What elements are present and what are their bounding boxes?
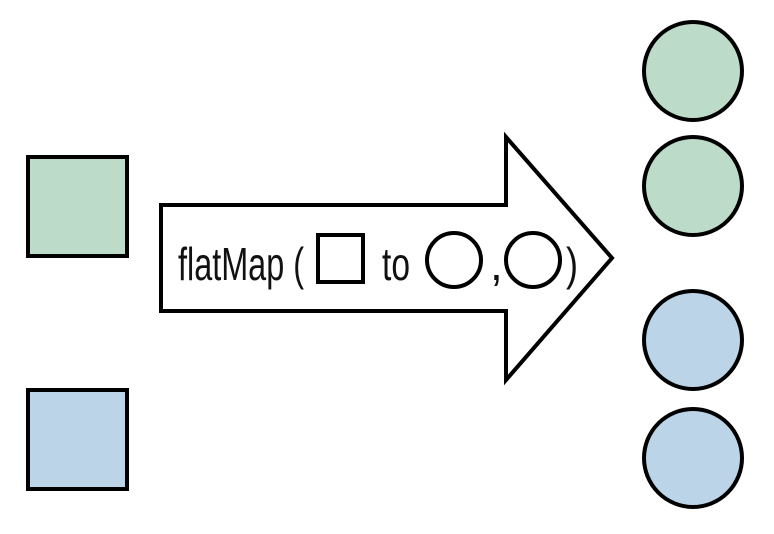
label-comma: , [490, 238, 503, 290]
label-to: to [382, 238, 410, 290]
label-flatmap: flatMap ( [178, 238, 304, 290]
output-circle-green [642, 135, 744, 237]
output-circle-blue [642, 289, 744, 391]
input-square-green [26, 155, 129, 258]
label-circle-icon [504, 231, 562, 289]
label-circle-icon [425, 231, 483, 289]
label-close-paren: ) [566, 238, 578, 290]
input-square-blue [26, 388, 129, 491]
output-circle-blue [642, 407, 744, 509]
transform-arrow [159, 131, 615, 386]
output-circle-green [642, 20, 744, 122]
label-square-icon [316, 233, 365, 284]
